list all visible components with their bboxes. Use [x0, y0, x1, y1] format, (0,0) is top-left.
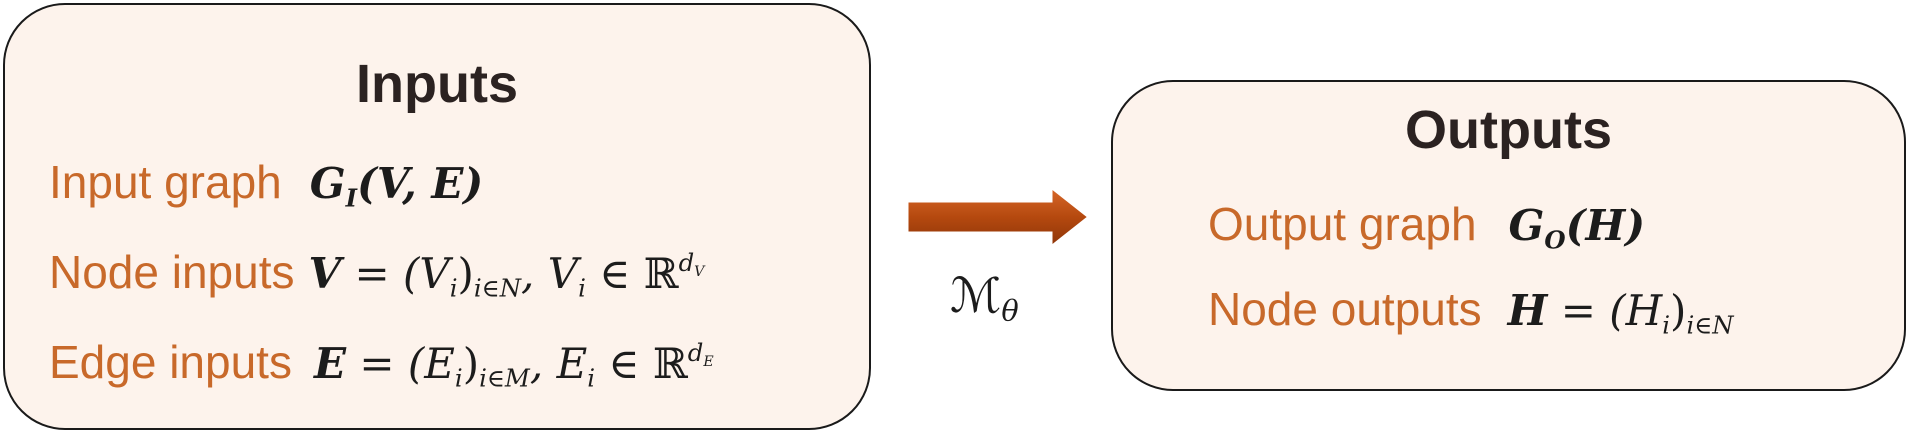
edge-inputs-row: Edge inputs E = (Ei)i∈M, Ei ∈ ℝdE: [49, 335, 714, 393]
node-inputs-formula: V = (Vi)i∈N, Vi ∈ ℝdV: [308, 247, 705, 303]
outputs-box: Outputs Output graph GO(H) Node outputs …: [1111, 80, 1906, 391]
model-symbol: ℳθ: [950, 268, 1019, 328]
output-graph-row: Output graph GO(H): [1208, 197, 1645, 255]
mapping-arrow: [905, 183, 1092, 251]
input-graph-formula: GI(V, E): [309, 159, 484, 213]
edge-inputs-formula: E = (Ei)i∈M, Ei ∈ ℝdE: [313, 337, 714, 393]
input-graph-label: Input graph: [49, 156, 282, 208]
node-inputs-label: Node inputs: [49, 246, 295, 298]
node-inputs-row: Node inputs V = (Vi)i∈N, Vi ∈ ℝdV: [49, 245, 704, 303]
output-graph-label: Output graph: [1208, 198, 1477, 250]
edge-inputs-label: Edge inputs: [49, 336, 292, 388]
output-graph-formula: GO(H): [1508, 201, 1646, 255]
inputs-box: Inputs Input graph GI(V, E) Node inputs …: [3, 3, 871, 430]
input-graph-row: Input graph GI(V, E): [49, 155, 483, 213]
node-outputs-formula: H = (Hi)i∈N: [1507, 286, 1734, 340]
node-outputs-row: Node outputs H = (Hi)i∈N: [1208, 282, 1734, 340]
node-outputs-label: Node outputs: [1208, 283, 1482, 335]
inputs-title: Inputs: [356, 54, 518, 114]
mapping-arrow-shape: [905, 183, 1092, 251]
outputs-title: Outputs: [1405, 100, 1612, 160]
